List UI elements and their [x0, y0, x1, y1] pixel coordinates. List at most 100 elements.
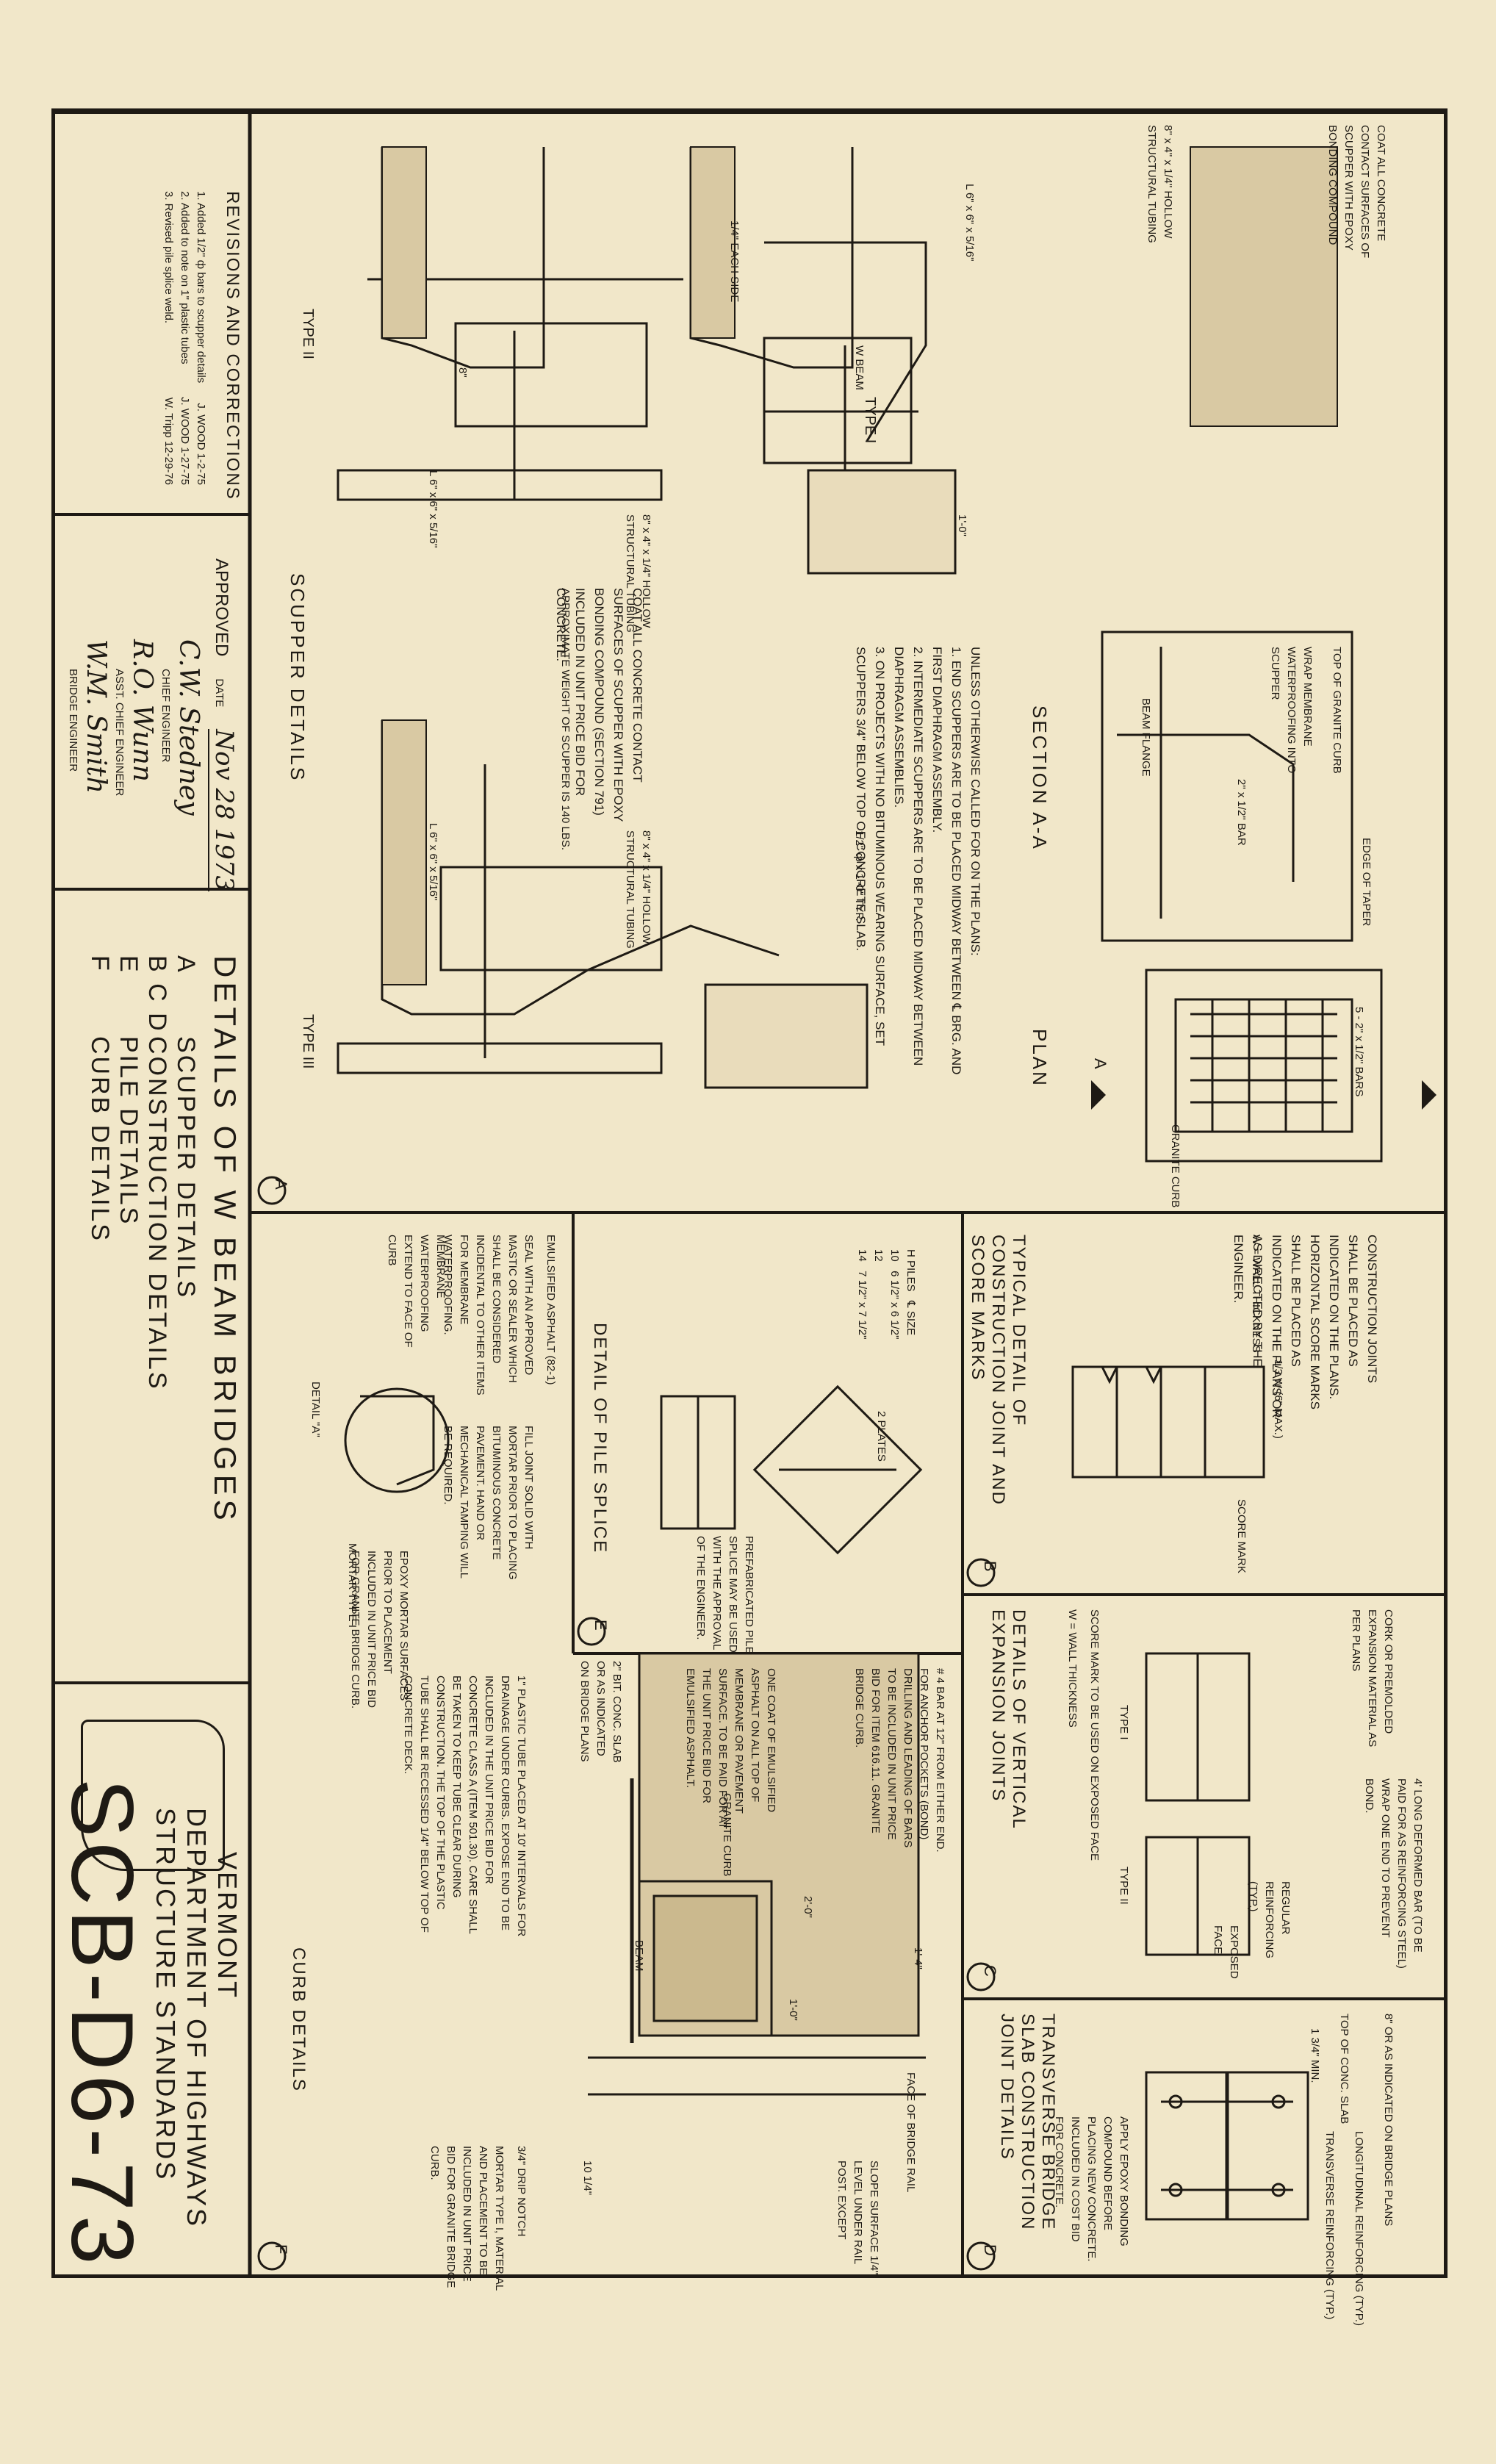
top-slab-label: TOP OF CONC. SLAB: [1338, 2014, 1351, 2124]
dimension-label: 1'-0": [956, 514, 968, 536]
signature: R.O. Wunn: [127, 639, 157, 782]
plan-label: PLAN: [1029, 1029, 1051, 1088]
notes-title: UNLESS OTHERWISE CALLED FOR ON THE PLANS…: [968, 647, 982, 956]
dimension-label: 8": [456, 367, 469, 378]
circle-label-d: D: [981, 2244, 999, 2256]
type-2-label: TYPE II: [1118, 1867, 1130, 1905]
type-3-label: TYPE III: [300, 1014, 316, 1069]
circle-label-b: B: [981, 1561, 999, 1572]
pile-splice-note: PREFABRICATED PILE SPLICE MAY BE USED WI…: [694, 1536, 755, 1654]
dimension-label: 10 1/4": [581, 2161, 594, 2196]
note-item: 2. INTERMEDIATE SCUPPERS ARE TO BE PLACE…: [892, 647, 925, 1066]
type-1-label: TYPE I: [1118, 1705, 1130, 1740]
type-1-label: TYPE I: [862, 397, 878, 444]
coat-note-1: COAT ALL CONCRETE CONTACT SURFACES OF SC…: [1326, 125, 1387, 259]
curb-details-label: CURB DETAILS: [289, 1947, 309, 2092]
wall-label: W = WALL THICKNESS: [1250, 1235, 1262, 1353]
w-beam-label: W BEAM: [853, 345, 866, 390]
bar-label: 2" x 1/2" BAR: [1235, 779, 1248, 846]
details-item: ASCUPPER DETAILS: [172, 955, 200, 1300]
panel-c-title: DETAILS OF VERTICAL EXPANSION JOINTS: [988, 1609, 1029, 1829]
drip-notch-label: 3/4" DRIP NOTCH: [515, 2146, 528, 2237]
trans-reinforcing-label: TRANSVERSE REINFORCING (TYP.): [1323, 2131, 1336, 2320]
section-arrow-label: A: [1091, 1058, 1110, 1069]
face-rail-label: FACE OF BRIDGE RAIL: [905, 2072, 917, 2193]
vermont-state-outline: [81, 1720, 225, 1871]
angle-label: L 6" x 6" x 5/16": [963, 184, 976, 262]
signer-title: BRIDGE ENGINEER: [67, 669, 79, 772]
or-as-label: 8" OR AS INDICATED ON BRIDGE PLANS: [1382, 2014, 1395, 2227]
mortar-note: MORTAR TYPE I, MATERIAL AND PLACEMENT TO…: [428, 2146, 506, 2291]
type-2-label: TYPE II: [300, 309, 316, 359]
top-granite-label: TOP OF GRANITE CURB: [1331, 647, 1343, 774]
score-note: SCORE MARK TO BE USED ON EXPOSED FACE: [1088, 1609, 1101, 1861]
wrap-note: WRAP MEMBRANE WATERPROOFING INTO SCUPPER: [1269, 647, 1314, 774]
details-item: B C DCONSTRUCTION DETAILS: [143, 955, 171, 1391]
beam-flange-label: BEAM FLANGE: [1140, 698, 1152, 777]
scupper-details-label: SCUPPER DETAILS: [287, 573, 309, 783]
dimension-label: 1'-4": [912, 1947, 924, 1969]
dimension-label: 2'-0": [802, 1896, 814, 1918]
revision-item: 2. Added to note on 1" plastic tubes J. …: [179, 191, 191, 485]
dimension-label: 1'-0": [787, 1999, 799, 2021]
angle-label: L 6" x 6" x 5/16": [427, 823, 439, 901]
tube-note: 1" PLASTIC TUBE PLACED AT 10' INTERVALS …: [402, 1675, 528, 1937]
signature: C.W. Stedney: [173, 639, 204, 816]
signature: W.M. Smith: [81, 639, 111, 794]
cork-note: CORK OR PREMOLDED EXPANSION MATERIAL AS …: [1350, 1609, 1395, 1748]
membrane-note: MEMBRANE WATERPROOFING EXTEND TO FACE OF…: [386, 1235, 447, 1348]
exposed-label: EXPOSED FACE: [1212, 1925, 1240, 1979]
circle-label-e: E: [591, 1620, 610, 1631]
details-item: EPILE DETAILS: [115, 955, 143, 1226]
agency-standards: STRUCTURE STANDARDS: [151, 1808, 181, 2182]
circle-label-f: F: [272, 2244, 290, 2255]
approval-date: Nov 28 1973: [208, 729, 239, 892]
bar-note: 4' LONG DEFORMED BAR (TO BE PAID FOR AS …: [1363, 1778, 1424, 1969]
long-reinforcing-label: LONGITUDINAL REINFORCING (TYP.): [1353, 2131, 1365, 2327]
revisions-heading: REVISIONS AND CORRECTIONS: [223, 191, 242, 500]
taper-label: EDGE OF TAPER: [1360, 838, 1373, 927]
approval-block: APPROVED DATE Nov 28 1973 C.W. Stedney C…: [65, 558, 239, 892]
tube-label: 8" x 4" x 1/4" HOLLOW STRUCTURAL TUBING: [624, 514, 652, 633]
tube-label: 8" x 4" x 1/4" HOLLOW STRUCTURAL TUBING: [624, 830, 652, 949]
revision-item: 3. Revised pile splice weld. W. Tripp 12…: [162, 191, 175, 485]
circle-label-c: C: [981, 1965, 999, 1977]
granite-curb-label: GRANITE CURB: [1169, 1124, 1182, 1208]
bars-plan-label: 5 - 2" x 1/2" BARS: [1353, 1007, 1365, 1097]
each-side-label: 1/4" EACH SIDE: [728, 220, 741, 303]
agency-block: VERMONT DEPARTMENT OF HIGHWAYS STRUCTURE…: [53, 1749, 242, 2269]
section-aa-label: SECTION A-A: [1029, 705, 1051, 851]
wall-label: W = WALL THICKNESS: [1066, 1609, 1079, 1728]
slope-label: SLOPE SURFACE 1/4" LEVEL UNDER RAIL POST…: [835, 2161, 880, 2275]
angle-label: L 6" x 6" x 5/16": [427, 470, 439, 548]
agency-department: DEPARTMENT OF HIGHWAYS: [181, 1808, 212, 2229]
note-item: 3. ON PROJECTS WITH NO BITUMINOUS WEARIN…: [854, 647, 887, 1046]
tamp-note: FILL JOINT SOLID WITH MORTAR PRIOR TO PL…: [442, 1426, 535, 1580]
revision-item: 1. Added 1/2" ф bars to scupper details …: [195, 191, 207, 485]
reg-label: REGULAR REINFORCING (TYP.): [1247, 1881, 1292, 1958]
approved-heading: APPROVED: [212, 558, 231, 657]
signer-title: ASST. CHIEF ENGINEER: [113, 669, 126, 797]
details-title: DETAILS OF W BEAM BRIDGES: [208, 955, 242, 1525]
revisions-block: REVISIONS AND CORRECTIONS 1. Added 1/2" …: [160, 191, 242, 500]
details-block: DETAILS OF W BEAM BRIDGES ASCUPPER DETAI…: [85, 955, 242, 1525]
details-item: FCURB DETAILS: [86, 955, 114, 1243]
circle-label-a: A: [272, 1179, 290, 1190]
weight-note: APPROXIMATE WEIGHT OF SCUPPER IS 140 LBS…: [559, 588, 572, 851]
signer-title: CHIEF ENGINEER: [159, 669, 172, 763]
granite-curb-label: GRANITE CURB: [721, 1793, 733, 1877]
panel-e-title: DETAIL OF PILE SPLICE: [590, 1323, 610, 1554]
plates-label: 2 PLATES: [875, 1411, 888, 1462]
detail-a-label: DETAIL "A": [309, 1382, 322, 1437]
anchor-bar-note: # 4 BAR AT 12" FROM EITHER END. FOR ANCH…: [853, 1668, 946, 1853]
date-label: DATE: [213, 678, 226, 708]
scupper-notes: UNLESS OTHERWISE CALLED FOR ON THE PLANS…: [851, 647, 985, 1088]
panel-b-title: TYPICAL DETAIL OF CONSTRUCTION JOINT AND…: [968, 1235, 1029, 1506]
sheet-number: SCB-D6-73: [53, 1778, 151, 2269]
min-label: 1 3/4" MIN.: [1309, 2028, 1321, 2083]
asphalt-label: EMULSIFIED ASPHALT (82-1): [544, 1235, 557, 1385]
pile-size-table: H PILES ℄ SIZE 10 6 1/2" x 6 1/2" 12 14 …: [856, 1249, 917, 1340]
max-label: 1/3 W (6" MAX.): [1272, 1359, 1284, 1439]
score-mark-label: SCORE MARK: [1235, 1499, 1248, 1573]
